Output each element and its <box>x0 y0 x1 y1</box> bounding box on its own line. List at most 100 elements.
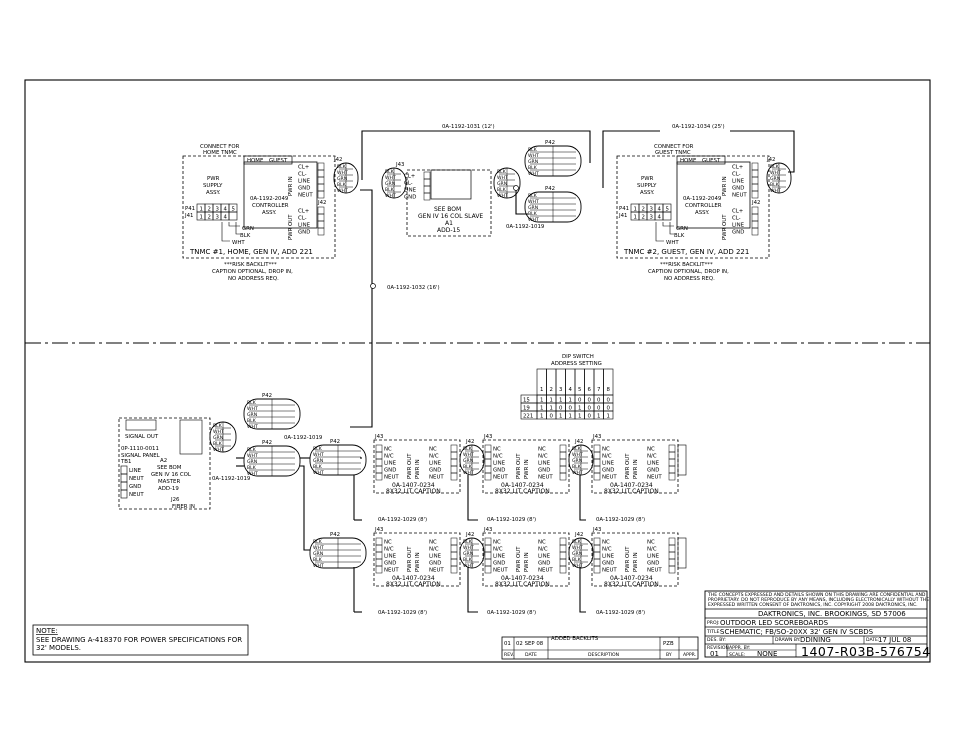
caption-assy-number: 0A-1407-0234 <box>392 482 435 489</box>
connector-wire-label: GRN <box>463 458 473 464</box>
pin-signal-label: LINE <box>298 179 311 185</box>
revision-label: REVISION <box>707 645 729 651</box>
pin-signal-label: CL- <box>298 216 307 222</box>
caption-label: 8X32 LIT CAPTION <box>386 581 441 588</box>
connector-wire-label: BLK <box>247 447 257 453</box>
caption-signal-label: GND <box>647 468 659 474</box>
master-line-5: ADD-19 <box>158 486 179 492</box>
connector-wire-label: WHT <box>463 452 474 458</box>
pwr-in-label: PWR IN <box>633 459 639 479</box>
pin-signal-label: GND <box>298 230 310 236</box>
connector-wire-label: BLK <box>247 418 257 424</box>
connector-wire-label: BLK <box>313 464 323 470</box>
tb-terminal <box>120 489 128 499</box>
p42-label: P42 <box>330 532 340 538</box>
pin-group-label: PWR OUT <box>288 214 294 240</box>
p42-label: P42 <box>330 439 340 445</box>
pin-signal-label: CL+ <box>298 209 309 215</box>
dip-bit: 1 <box>540 397 543 403</box>
connector-wire-label: BLK <box>572 464 582 470</box>
caption-cable-label: 0A-1192-1029 (8') <box>378 610 427 616</box>
pwr-out-label: PWR OUT <box>516 546 522 572</box>
master-line-4: MASTER <box>158 479 180 485</box>
dip-bit: 0 <box>588 413 592 419</box>
drawn-by-value: DDINING <box>800 636 831 644</box>
connector-wire-label: WHT <box>337 170 348 176</box>
pin-signal-label: GND <box>732 186 744 192</box>
tnmc2-connect-line1: CONNECT FOR <box>654 144 694 150</box>
caption-signal-label: NC <box>647 540 655 546</box>
tnmc2-tab-guest: GUEST <box>702 158 721 164</box>
cable-1019-top: 0A-1192-1019 <box>506 224 545 230</box>
drawing-number: 1407-R03B-576754 <box>801 644 931 659</box>
title-value: SCHEMATIC; FB/SO-20XX 32' GEN IV SCBDS <box>720 628 874 636</box>
caption-signal-label: NEUT <box>538 475 553 481</box>
caption-signal-label: NC <box>493 540 501 546</box>
tnmc2-caption: TNMC #2, GUEST, GEN IV, ADD 221 <box>623 248 749 256</box>
note-line-1: SEE DRAWING A-418370 FOR POWER SPECIFICA… <box>36 636 242 644</box>
dip-bit: 0 <box>559 405 563 411</box>
tnmc1-p41: P41 <box>185 206 195 212</box>
connector-wire-label: GRN <box>528 159 538 165</box>
tb-terminal <box>120 473 128 483</box>
pin-group-label: PWR IN <box>722 176 728 196</box>
connector-wire-label: BLK <box>385 187 395 193</box>
caption-signal-label: GND <box>384 561 396 567</box>
master-j26: J26 <box>170 497 180 503</box>
caption-signal-label: NEUT <box>429 475 444 481</box>
pin-number: 5 <box>666 206 669 212</box>
caption-signal-label: N/C <box>493 547 503 553</box>
caption-signal-label: NC <box>429 540 437 546</box>
connector-wire-label: BLK <box>463 464 473 470</box>
tnmc-1-assembly: CONNECT FOR HOME TNMC HOME GUEST PWR SUP… <box>182 144 336 282</box>
sheet-border <box>24 79 931 663</box>
pin-signal-label: NEUT <box>298 193 313 199</box>
connector-wire-label: WHT <box>213 429 224 435</box>
caption-signal-label: N/C <box>429 547 439 553</box>
master-a2-assembly: SIGNAL OUT 0P-1110-0011 SIGNAL PANEL A2 … <box>118 417 211 510</box>
tb-label: NEUT <box>129 476 144 482</box>
connector-wire-label: WHT <box>497 175 508 181</box>
tb-terminal <box>120 465 128 475</box>
connector-wire-label: BLK <box>313 557 323 563</box>
scale-value: NONE <box>757 650 777 658</box>
des-by-label: DES. BY: <box>707 637 726 643</box>
caption-signal-label: NEUT <box>602 475 617 481</box>
caption-signal-label: LINE <box>429 461 442 467</box>
dip-col-number: 7 <box>597 387 600 393</box>
pin-group-label: PWR IN <box>288 176 294 196</box>
caption-cable-label: 0A-1192-1029 (8') <box>596 517 645 523</box>
rev-hdr-rev: REV. <box>504 652 514 658</box>
connector-wire-label: GRN <box>247 412 257 418</box>
caption-signal-label: NC <box>429 447 437 453</box>
slave-a1-assembly: SEE BOM GEN IV 16 COL SLAVE A1 ADD-15 <box>406 169 492 237</box>
caption-signal-label: N/C <box>647 547 657 553</box>
tnmc1-supply-3: ASSY. <box>206 190 221 196</box>
tnmc-2-assembly: CONNECT FOR GUEST TNMC HOME GUEST PWR SU… <box>616 144 770 282</box>
tb-label: GND <box>129 484 141 490</box>
caption-signal-label: NEUT <box>493 568 508 574</box>
appr-by-label: APPR. BY: <box>729 645 751 651</box>
connector-wire-label: GRN <box>572 458 582 464</box>
scale-label: SCALE: <box>729 652 746 658</box>
tnmc1-backlit-2: CAPTION OPTIONAL, DROP IN, <box>212 269 293 275</box>
master-line-1: A2 <box>160 458 167 464</box>
connector-wire-label: WHT <box>385 193 396 199</box>
pwr-out-label: PWR OUT <box>407 453 413 479</box>
pin-group-label: PWR OUT <box>722 214 728 240</box>
caption-signal-label: NEUT <box>647 568 662 574</box>
connector-wire-label: BLK <box>528 193 538 199</box>
pin-number: 1 <box>200 214 203 220</box>
